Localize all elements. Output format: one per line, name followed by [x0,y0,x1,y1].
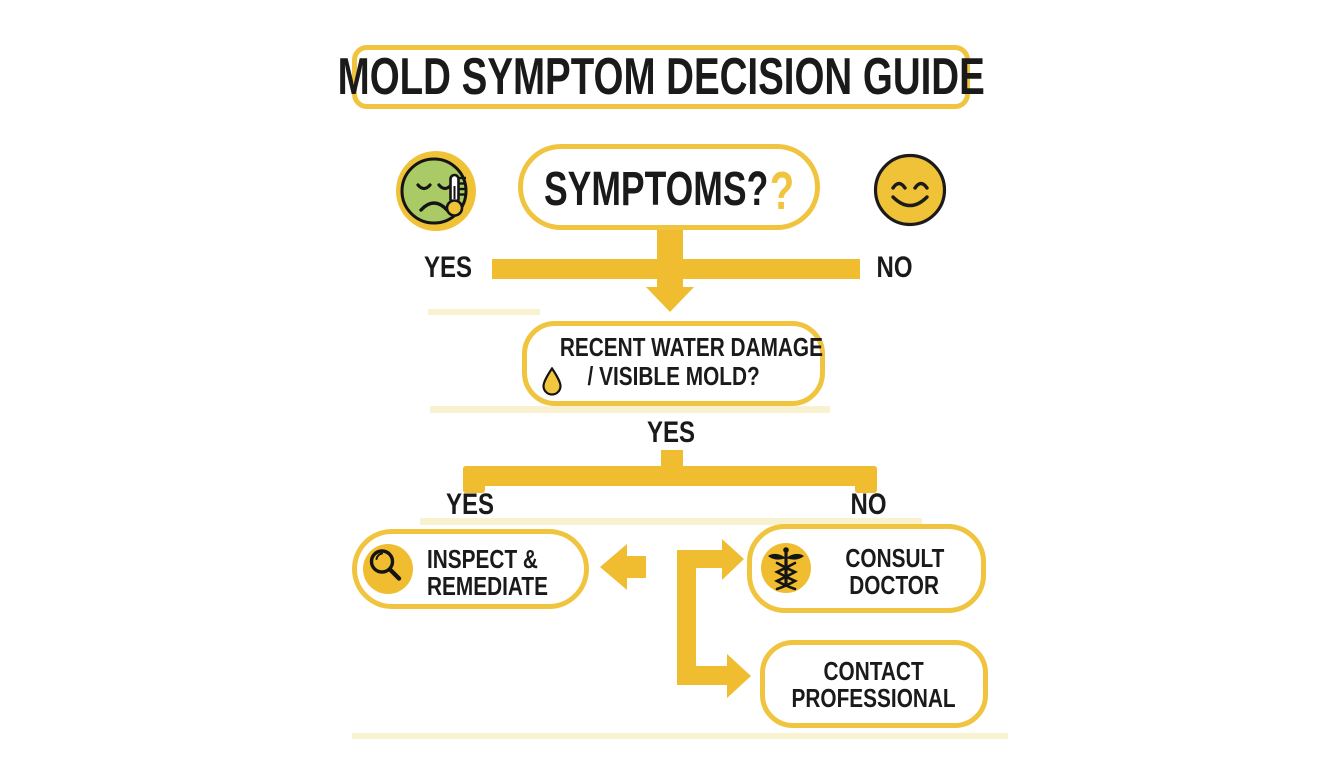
sick-face-thermometer-icon [396,151,476,231]
inspect-node-line2: REMEDIATE [427,571,548,601]
water-damage-question-node: RECENT WATER DAMAGE / VISIBLE MOLD? [522,321,825,406]
magnifying-glass-icon [369,549,402,581]
happy-face-icon [873,153,947,227]
inspect-node-line1: INSPECT & [427,544,538,574]
symptoms-branch-bar [492,259,860,279]
symptoms-question-node: SYMPTOMS?? [518,144,820,230]
echo-band [420,518,922,525]
branch-label-yes: YES [646,416,696,449]
bracket-connector [677,539,751,698]
echo-band [430,406,830,413]
echo-band [352,733,1008,739]
contact-node-line1: CONTACT [823,656,925,686]
water-node-line2: / VISIBLE MOLD? [587,361,760,391]
consult-doctor-node: CONSULT DOCTOR [747,524,986,613]
page-title: MOLD SYMPTOM DECISION GUIDE [337,48,985,106]
consult-node-line1: CONSULT [844,543,944,573]
branch-label-yes: YES [424,251,473,284]
branch-label-no: NO [876,251,913,284]
water-node-line1: RECENT WATER DAMAGE [559,332,823,362]
symptoms-label: SYMPTOMS? [543,163,769,216]
inspect-remediate-node: INSPECT & REMEDIATE [352,529,589,609]
accent-question-mark: ? [769,161,795,221]
water-droplet-icon [542,367,562,396]
contact-node-line2: PROFESSIONAL [791,683,957,713]
contact-professional-node: CONTACT PROFESSIONAL [760,640,988,728]
consult-node-line2: DOCTOR [849,570,940,600]
branch-label-no: NO [850,488,887,521]
arrow-to-inspect [600,544,646,590]
water-branch-bar [463,450,877,493]
echo-band [428,309,540,315]
branch-label-yes: YES [446,488,495,521]
caduceus-icon [768,547,804,591]
diagram-title-box: MOLD SYMPTOM DECISION GUIDE [337,45,985,109]
